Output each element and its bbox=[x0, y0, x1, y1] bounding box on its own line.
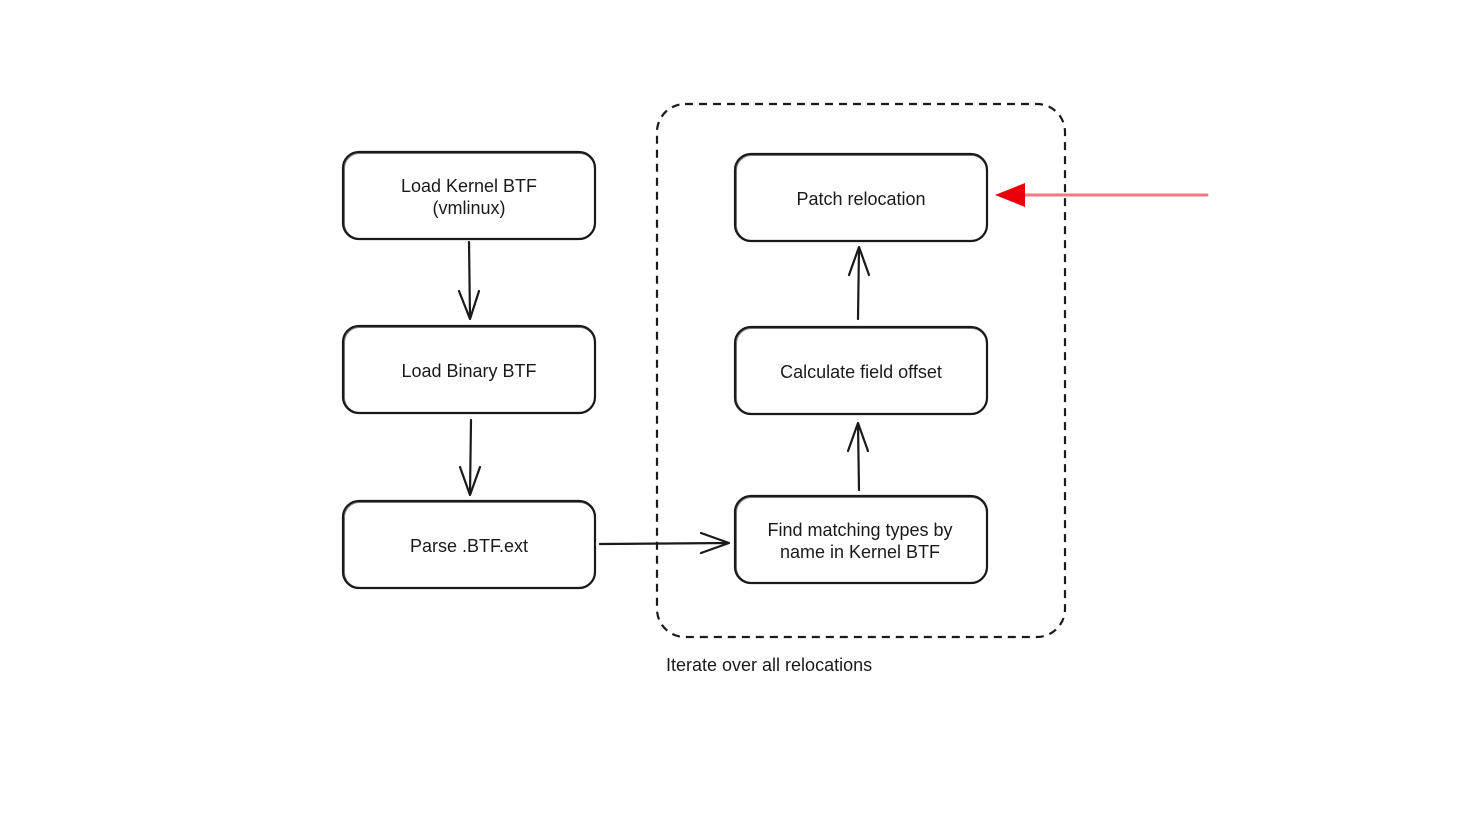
node-label: Calculate field offset bbox=[780, 362, 942, 382]
node-label-line-1: Find matching types by bbox=[767, 520, 952, 540]
group-caption: Iterate over all relocations bbox=[666, 655, 872, 675]
node-find-matching-types: Find matching types by name in Kernel BT… bbox=[733, 494, 989, 585]
node-parse-btf-ext: Parse .BTF.ext bbox=[341, 499, 597, 590]
relocation-loop-group bbox=[655, 102, 1067, 639]
node-label-line-2: (vmlinux) bbox=[432, 198, 505, 218]
arrow-parse-to-find bbox=[598, 531, 731, 555]
node-label: Load Binary BTF bbox=[401, 361, 536, 381]
node-label-line-1: Load Kernel BTF bbox=[401, 176, 537, 196]
node-label: Parse .BTF.ext bbox=[410, 536, 528, 556]
arrow-calculate-to-patch bbox=[847, 245, 871, 321]
arrow-kernel-to-binary bbox=[457, 240, 481, 321]
arrow-find-to-calculate bbox=[846, 421, 870, 492]
node-label-line-2: name in Kernel BTF bbox=[780, 542, 940, 562]
node-load-kernel-btf: Load Kernel BTF (vmlinux) bbox=[341, 150, 597, 241]
arrow-binary-to-parse bbox=[458, 418, 482, 497]
node-label: Patch relocation bbox=[796, 189, 925, 209]
node-load-binary-btf: Load Binary BTF bbox=[341, 324, 597, 415]
node-calculate-field-offset: Calculate field offset bbox=[733, 325, 989, 416]
node-patch-relocation: Patch relocation bbox=[733, 152, 989, 243]
highlight-arrow bbox=[995, 183, 1209, 207]
